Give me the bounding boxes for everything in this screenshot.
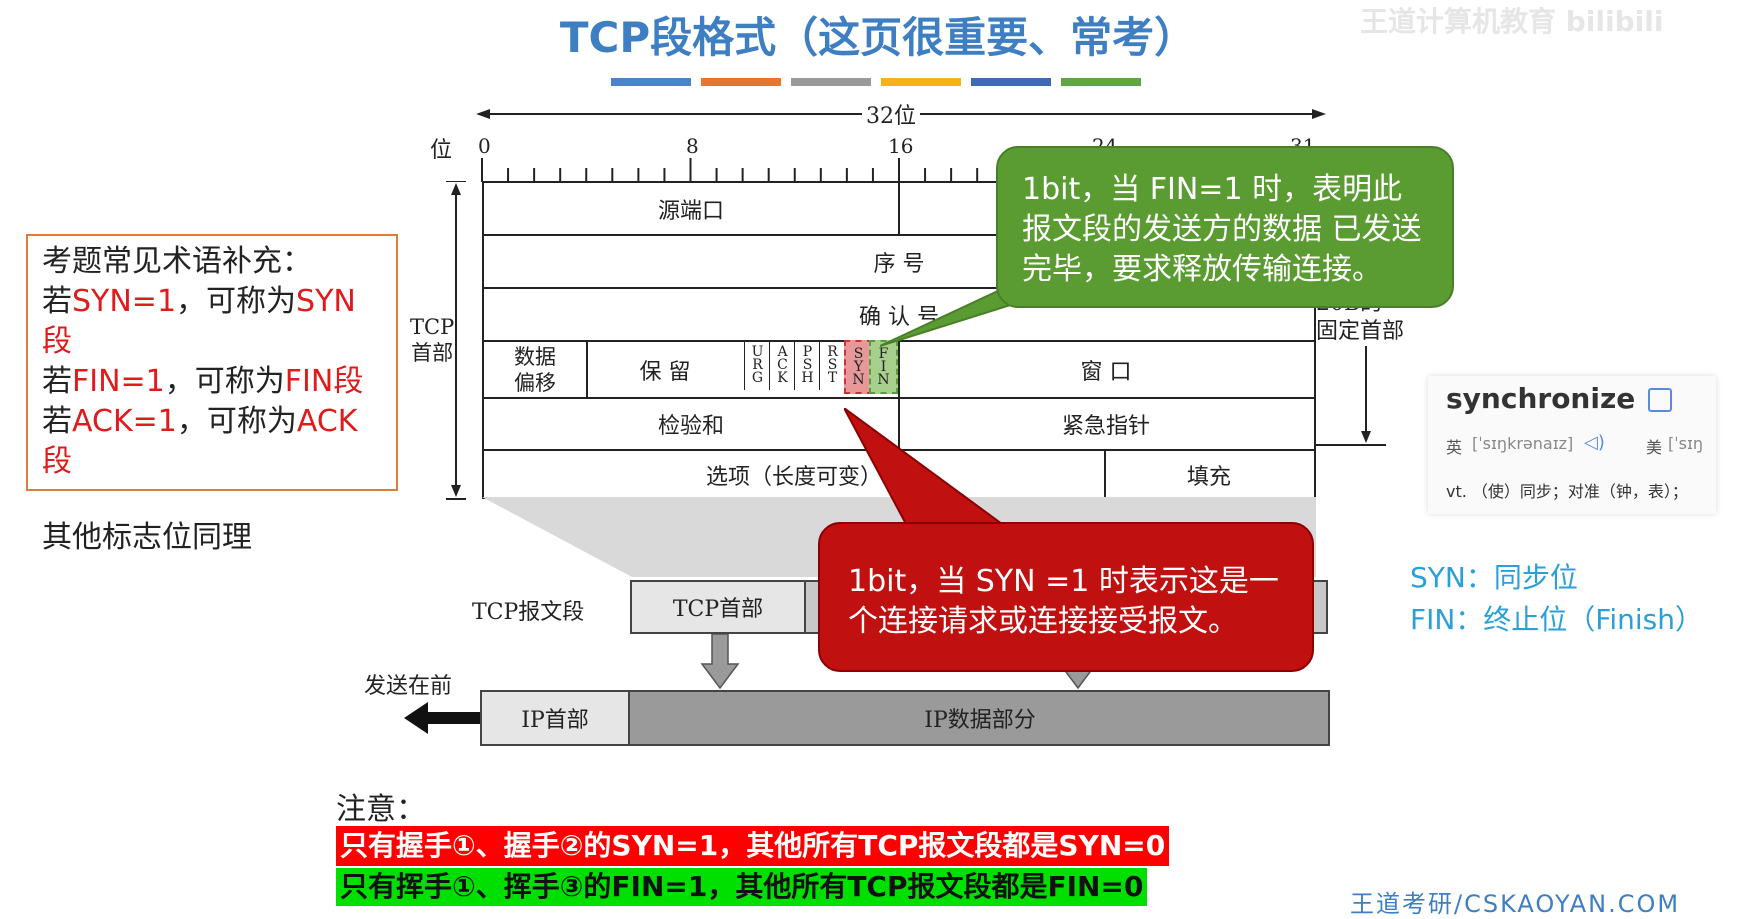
ip-header: IP首部 bbox=[480, 690, 630, 746]
ip-data: IP数据部分 bbox=[924, 708, 1036, 733]
color-bar bbox=[1061, 78, 1141, 86]
flag-letter: C bbox=[777, 356, 788, 373]
notice-syn-line: 只有握手①、握手②的SYN=1，其他所有TCP报文段都是SYN=0 bbox=[336, 826, 1170, 866]
flag-letter: Y bbox=[853, 358, 864, 375]
page-title: TCP段格式（这页很重要、常考） bbox=[559, 13, 1197, 62]
color-bar bbox=[701, 78, 781, 86]
color-bar bbox=[611, 78, 691, 86]
dict-us-phonetic: [ˈsɪŋ bbox=[1668, 434, 1704, 453]
field-padding: 填充 bbox=[1186, 465, 1231, 490]
field-data-offset: 数据 偏移 bbox=[514, 344, 556, 395]
flag-letter: H bbox=[801, 369, 814, 386]
field-urgent-pointer: 紧急指针 bbox=[1061, 414, 1150, 439]
add-wordbook-icon[interactable] bbox=[1648, 388, 1672, 412]
bit-tick-8: 8 bbox=[686, 134, 699, 158]
tcp-header-label: TCP 首部 bbox=[410, 314, 455, 366]
bit-label: 位 bbox=[430, 138, 453, 163]
flag-letter: I bbox=[880, 358, 887, 375]
color-bar bbox=[881, 78, 961, 86]
field-reserved: 保 留 bbox=[639, 359, 691, 385]
flag-letter: F bbox=[878, 345, 889, 362]
send-first-label: 发送在前 bbox=[364, 674, 453, 699]
color-bars bbox=[611, 78, 1141, 86]
flag-letter: N bbox=[852, 371, 865, 388]
dict-uk-label: 英 bbox=[1446, 438, 1463, 457]
glossary-syn: SYN：同步位 bbox=[1410, 561, 1578, 594]
field-source-port: 源端口 bbox=[657, 198, 724, 224]
flag-letter: P bbox=[802, 343, 813, 360]
note-line: 若FIN=1，可称为FIN段 bbox=[42, 364, 364, 399]
width-label: 32位 bbox=[862, 98, 920, 130]
header-bracket bbox=[446, 181, 466, 500]
bit-tick-0: 0 bbox=[478, 134, 491, 158]
field-sequence-number: 序 号 bbox=[873, 251, 925, 277]
flag-letter: R bbox=[752, 356, 763, 373]
color-bar bbox=[971, 78, 1051, 86]
flag-letter: U bbox=[751, 343, 764, 360]
left-arrow bbox=[404, 702, 482, 734]
glossary-fin: FIN：终止位（Finish） bbox=[1410, 603, 1704, 636]
down-arrow bbox=[700, 634, 740, 690]
dictionary-popup: synchronize 英 [ˈsɪŋkrənaɪz] ◁) 美 [ˈsɪŋ v… bbox=[1428, 376, 1716, 514]
watermark: 王道计算机教育 bilibili bbox=[1360, 5, 1664, 38]
flag-letter: S bbox=[827, 356, 838, 373]
flag-letter: T bbox=[827, 369, 838, 386]
field-options: 选项（长度可变） bbox=[705, 465, 882, 490]
dict-definition: vt. （使）同步；对准（钟，表）； bbox=[1446, 482, 1688, 501]
notice-heading: 注意： bbox=[336, 792, 426, 827]
flag-letter: S bbox=[853, 345, 864, 362]
note-line: 若SYN=1，可称为SYN段 bbox=[42, 284, 356, 359]
note-footer: 其他标志位同理 bbox=[42, 520, 252, 555]
tcp-segment-label: TCP报文段 bbox=[472, 600, 585, 625]
note-heading: 考题常见术语补充： bbox=[42, 244, 312, 279]
syn-callout: 1bit，当 SYN =1 时表示这是一个连接请求或连接接受报文。 bbox=[818, 522, 1314, 672]
flag-letter: R bbox=[827, 343, 838, 360]
note-line: 若ACK=1，可称为ACK段 bbox=[42, 404, 358, 479]
field-checksum: 检验和 bbox=[657, 414, 724, 439]
dict-us-label: 美 bbox=[1646, 438, 1663, 457]
flag-letter: S bbox=[802, 356, 813, 373]
tcp-segment-header: TCP首部 bbox=[630, 580, 806, 634]
color-bar bbox=[791, 78, 871, 86]
dict-uk-phonetic: [ˈsɪŋkrənaɪz] bbox=[1472, 434, 1574, 453]
flag-letter: N bbox=[877, 371, 890, 388]
speaker-icon[interactable]: ◁) bbox=[1584, 432, 1605, 453]
flag-letter: G bbox=[751, 369, 764, 386]
field-window: 窗 口 bbox=[1080, 359, 1132, 385]
syn-callout-pointer bbox=[844, 408, 1004, 525]
notice-fin-line: 只有挥手①、挥手③的FIN=1，其他所有TCP报文段都是FIN=0 bbox=[336, 868, 1148, 906]
fin-callout: 1bit，当 FIN=1 时，表明此报文段的发送方的数据 已发送完毕，要求释放传… bbox=[996, 146, 1454, 308]
flag-letter: K bbox=[777, 369, 788, 386]
terminology-note: 考题常见术语补充： 若SYN=1，可称为SYN段 若FIN=1，可称为FIN段 … bbox=[26, 234, 398, 555]
flag-letter: A bbox=[777, 343, 788, 360]
dict-word: synchronize bbox=[1446, 382, 1636, 415]
bit-tick-16: 16 bbox=[888, 134, 914, 158]
